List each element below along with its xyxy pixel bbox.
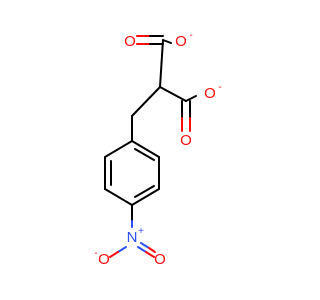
- bond-ring-3: [131, 188, 160, 206]
- structure-diagram: O O - O - O N + O - O: [94, 30, 221, 268]
- bond-c8-c10: [159, 86, 187, 102]
- bond-n-o5-b: [109, 251, 119, 258]
- charge-o2: -: [189, 30, 192, 41]
- atom-n1: N: [127, 229, 138, 246]
- bond-ring-inner-1: [134, 148, 155, 161]
- atom-labels: O O - O - O N + O - O: [94, 30, 221, 268]
- atom-o2: O: [175, 33, 187, 50]
- bond-n-o6-a: [137, 246, 147, 253]
- atom-o6: O: [154, 251, 166, 268]
- bonds: [104, 35, 197, 258]
- atom-o3: O: [204, 85, 216, 102]
- bond-ring-4: [104, 188, 133, 206]
- atom-o5: O: [98, 251, 110, 268]
- atom-o4: O: [180, 132, 192, 149]
- bond-c9-c8: [159, 39, 164, 88]
- bond-c10-o3: [185, 95, 197, 102]
- bond-ring-1: [131, 140, 160, 158]
- bond-ring-inner-2: [134, 185, 155, 198]
- bond-c8-c7: [131, 86, 161, 117]
- atom-o1: O: [124, 33, 136, 50]
- bond-n-o6-double-b: [148, 247, 156, 253]
- bond-ring-6: [104, 140, 133, 158]
- bond-n-o6-double-a: [140, 242, 150, 249]
- bond-n-o6-b: [145, 251, 155, 258]
- charge-o5: -: [94, 248, 97, 259]
- charge-o3: -: [218, 82, 221, 93]
- charge-n1: +: [138, 226, 144, 237]
- bond-c9-o2: [162, 39, 172, 44]
- bond-n-o5-a: [117, 246, 127, 253]
